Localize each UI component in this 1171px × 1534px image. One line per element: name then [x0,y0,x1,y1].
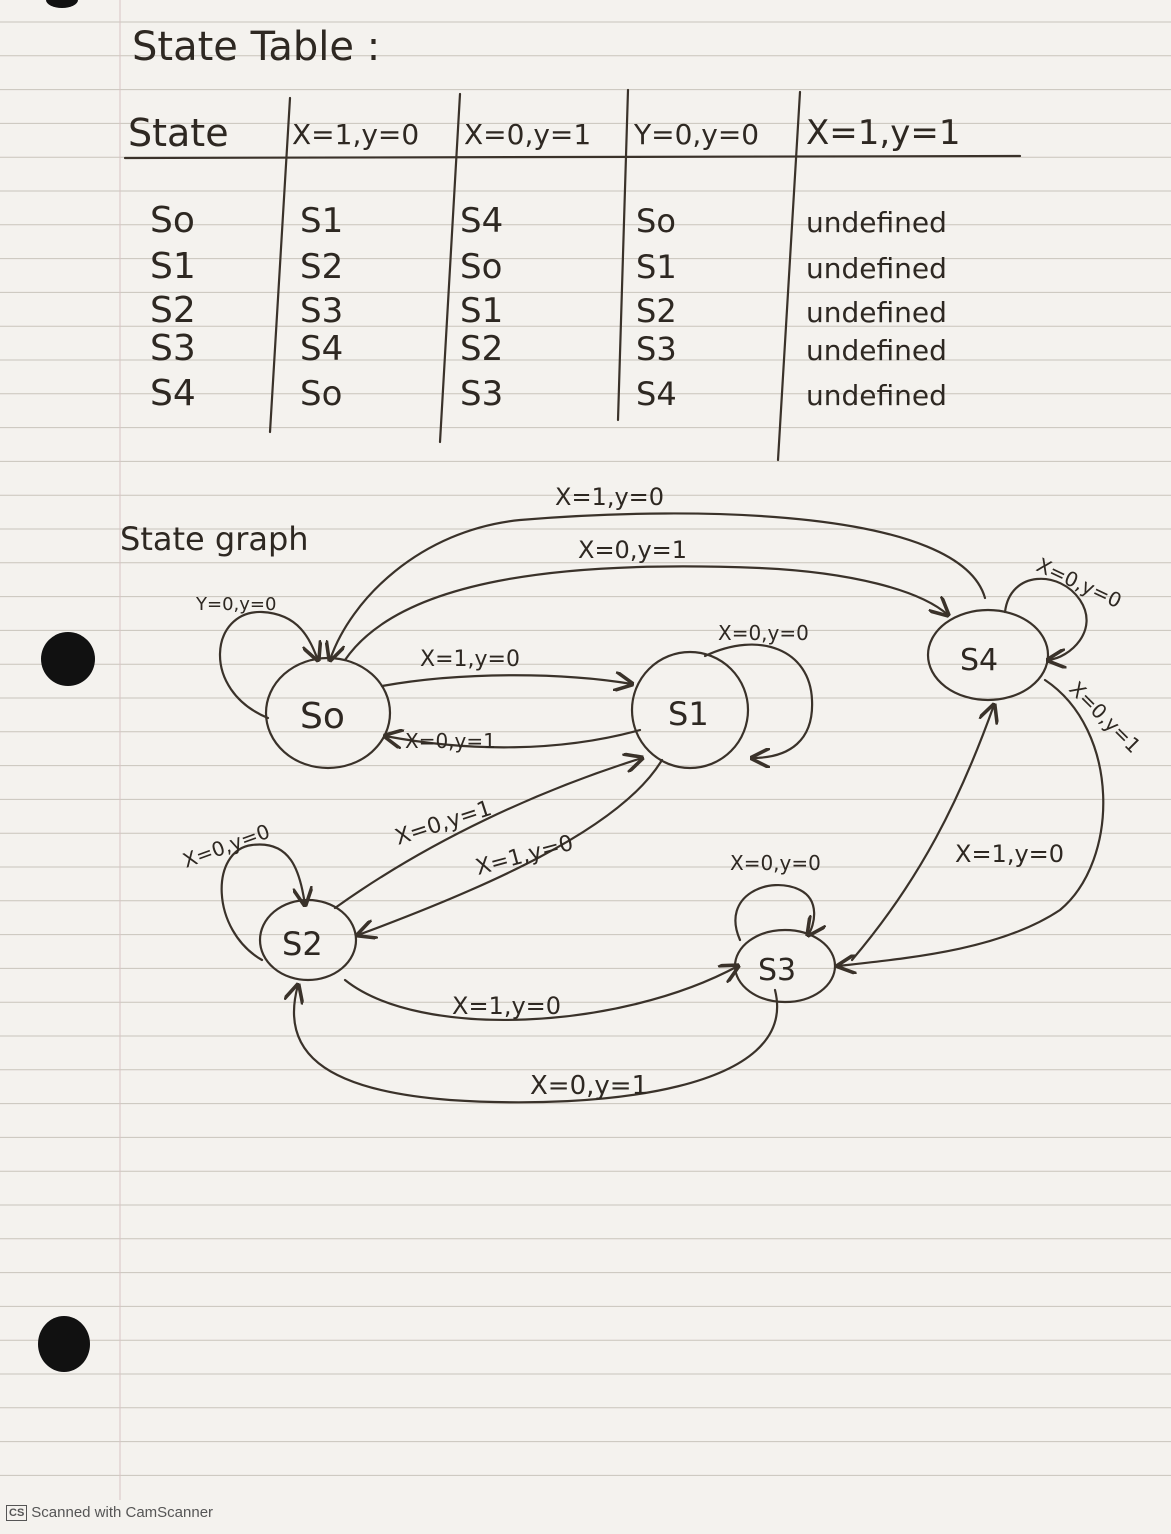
state-node-s1: S1 [630,650,750,770]
table-cell: S2 [150,290,196,331]
svg-text:S4: S4 [960,643,998,678]
label-s3-loop: X=0,y=0 [730,851,821,875]
table-cell: S2 [300,247,343,287]
table-cell: S1 [150,246,196,287]
graph-edges [219,512,1105,1104]
table-col-divider-1 [268,96,292,434]
table-cell: S4 [150,373,196,414]
edge-s3-to-s4 [850,705,994,962]
table-title: State Table : [132,24,380,70]
state-node-s2: S2 [258,898,358,982]
table-cell: S4 [300,329,343,369]
table-cell: So [636,202,676,240]
table-cell: S2 [460,329,503,369]
svg-text:So: So [300,696,345,737]
edge-s4-loop [1003,577,1088,660]
label-s1-to-s2: X=1,y=0 [473,831,576,881]
edge-s1-to-s2 [358,758,664,935]
table-cell: undefined [806,334,947,367]
edge-s0-loop [219,610,318,720]
table-col-divider-4 [776,90,802,462]
binder-hole-bottom [38,1316,90,1372]
table-col-divider-3 [616,88,630,422]
label-s2-to-s3: X=1,y=0 [452,992,561,1020]
label-s4-to-s0: X=1,y=0 [555,483,664,511]
svg-text:S3: S3 [758,953,796,988]
label-s4-loop: X=0,y=0 [1033,553,1125,613]
svg-text:S1: S1 [668,695,709,733]
label-s0-to-s4: X=0,y=1 [578,536,687,564]
table-cell: S4 [636,375,677,413]
edge-s2-loop [220,843,305,962]
graph-title: State graph [120,520,309,558]
ruled-lines [0,21,1171,1476]
label-s1-loop: X=0,y=0 [718,621,809,645]
table-header-underline [123,154,1022,160]
table-cell: undefined [806,296,947,329]
table-col-divider-2 [438,92,462,444]
graph-nodes: So S1 S2 S3 S4 [258,608,1050,1004]
label-s0-loop: Y=0,y=0 [195,594,276,615]
table-cell: S3 [300,291,343,331]
table-cell: S1 [460,291,503,331]
table-cell: So [460,247,502,287]
edge-s1-loop [703,643,814,758]
label-s1-to-s0: X=0,y=1 [405,729,496,753]
label-s3-to-s4: X=1,y=0 [955,840,1064,868]
state-node-s0: So [264,656,392,770]
camscanner-logo: CS [6,1504,28,1521]
edge-s4-to-s0 [330,512,987,660]
table-header-col2: X=0,y=1 [464,118,591,151]
state-node-s4: S4 [926,608,1050,702]
edge-labels: X=1,y=0 X=0,y=1 Y=0,y=0 X=0,y=0 X=1,y=0 … [180,483,1146,1101]
table-header-col1: X=1,y=0 [292,118,419,151]
table-cell: undefined [806,206,947,239]
binder-hole-top [46,0,78,8]
table-cell: undefined [806,252,947,285]
table-cell: S3 [150,328,196,369]
edge-s2-to-s3 [343,966,738,1021]
table-header-col4: X=1,y=1 [806,113,960,153]
table-header-state: State [128,111,229,155]
table-cell: So [150,200,195,241]
scanner-footer: CS Scanned with CamScanner [6,1504,213,1521]
table-cell: S3 [636,330,677,368]
table-header-col3: Y=0,y=0 [633,118,759,151]
label-s2-to-s1: X=0,y=1 [392,796,495,851]
table-cell: S1 [636,248,677,286]
edge-s3-loop [734,884,814,942]
state-node-s3: S3 [733,928,837,1004]
label-s4-to-s3: X=0,y=1 [1064,677,1145,758]
edge-s0-to-s4 [343,565,948,662]
edge-s3-to-s2 [294,985,779,1104]
binder-hole-middle [41,632,95,686]
svg-text:S2: S2 [282,925,323,963]
edge-s0-to-s1 [380,675,632,686]
table-cell: S4 [460,201,503,241]
table-cell: So [300,374,342,414]
table-cell: S2 [636,292,677,330]
table-cell: S3 [460,374,503,414]
table-cell: undefined [806,379,947,412]
edge-s1-to-s0 [385,730,642,747]
edge-s2-to-s1 [333,758,642,910]
label-s3-to-s2: X=0,y=1 [530,1071,648,1101]
camscanner-text: Scanned with CamScanner [31,1504,214,1521]
state-table: State X=1,y=0 X=0,y=1 Y=0,y=0 X=1,y=1 So… [123,88,1022,462]
edge-s4-to-s3 [838,678,1105,966]
label-s0-to-s1: X=1,y=0 [420,647,520,672]
table-cell: S1 [300,201,343,241]
